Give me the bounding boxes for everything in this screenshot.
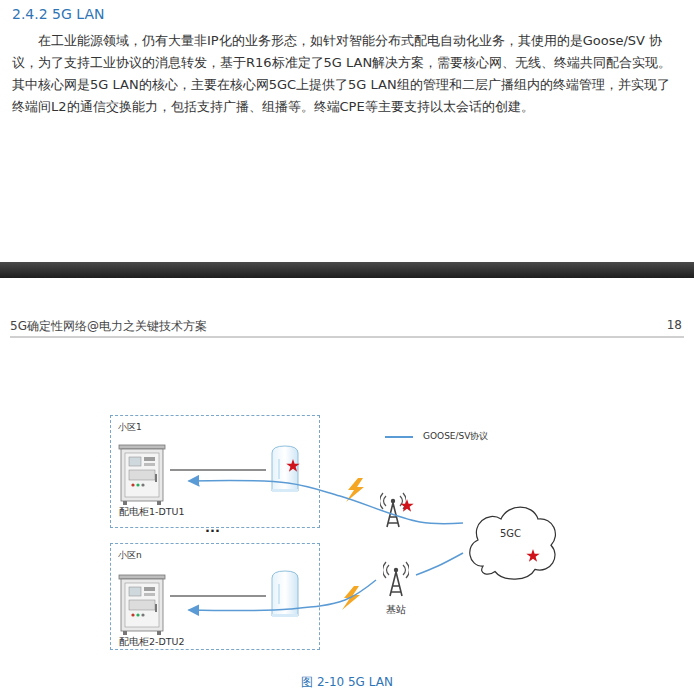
protocol-connector: [189, 481, 463, 524]
legend-item: GOOSE/SV协议: [385, 430, 488, 443]
cloud-label: 5GC: [463, 528, 558, 539]
legend-text: GOOSE/SV协议: [423, 430, 488, 443]
cabinet-box: 配电柜1-DTU1: [117, 444, 189, 521]
ellipsis: ···: [205, 523, 220, 538]
base-station: 基站: [376, 555, 416, 617]
cell-region: 小区1 配电柜1-DTU1: [110, 415, 320, 528]
cloud-shape: [470, 507, 556, 579]
cabinet-box: 配电柜2-DTU2: [117, 574, 189, 651]
cabinet-label: 配电柜2-DTU2: [119, 636, 185, 649]
wire: [170, 469, 266, 470]
region-label: 小区1: [111, 416, 319, 434]
page-header: 5G确定性网络@电力之关键技术方案: [10, 318, 207, 335]
figure-caption: 图 2-10 5G LAN: [0, 674, 694, 691]
page-break-band: [0, 262, 694, 278]
cloud-outline: [463, 498, 558, 582]
cabinet-icon: [119, 445, 165, 505]
cabinet-label: 配电柜1-DTU1: [119, 506, 185, 519]
core-network-cloud: 5GC: [463, 498, 558, 582]
region-label: 小区n: [111, 544, 319, 562]
star-mark: [286, 459, 299, 472]
star-mark: [525, 548, 541, 564]
cell-region: 小区n 配电柜2-DTU2: [110, 543, 320, 650]
protocol-connector: [189, 580, 376, 610]
base-station-icon: [383, 562, 410, 596]
cabinet-icon: [119, 575, 165, 635]
star-mark: [400, 499, 413, 512]
section-heading: 2.4.2 5G LAN: [12, 6, 104, 22]
header-rule: [10, 337, 684, 338]
body-paragraph: 在工业能源领域，仍有大量非IP化的业务形态，如针对智能分布式配电自动化业务，其使…: [12, 30, 682, 118]
station-label: 基站: [376, 604, 416, 617]
base-station-icon: [380, 493, 407, 527]
page-number: 18: [667, 318, 682, 332]
legend-line-sample: [385, 436, 413, 438]
wire: [170, 595, 266, 596]
protocol-connector: [416, 553, 463, 575]
